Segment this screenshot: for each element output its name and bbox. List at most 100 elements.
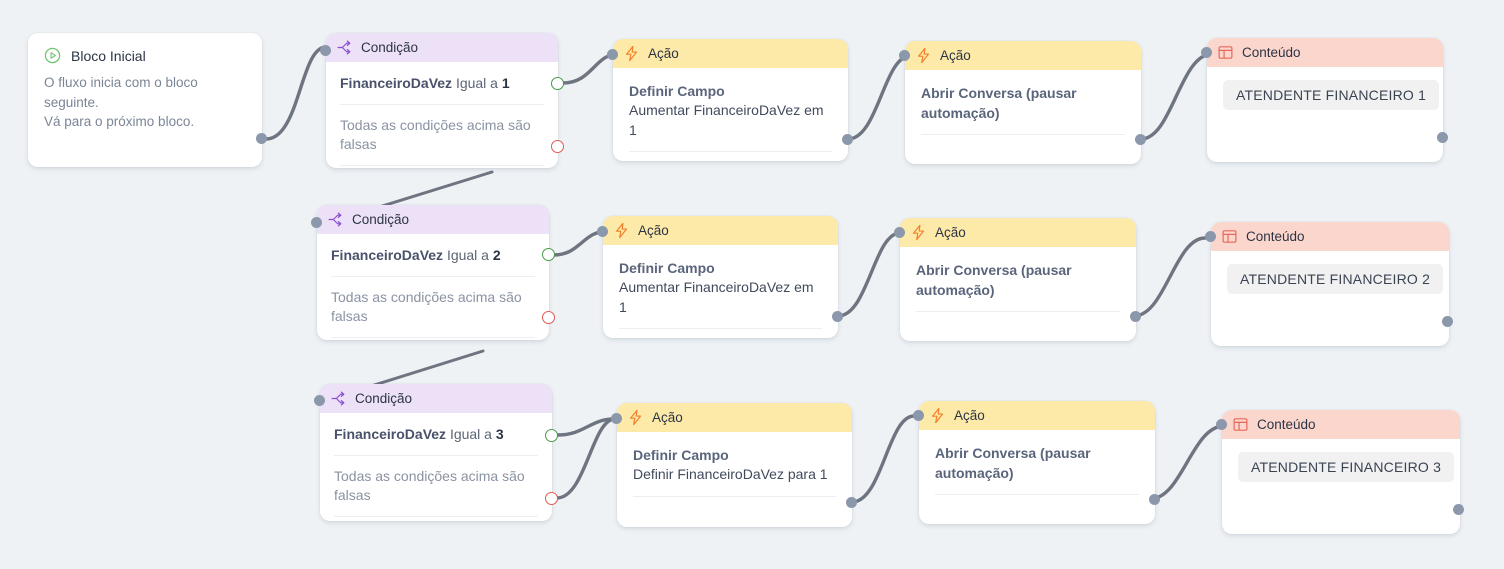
- conversation-2-input-port[interactable]: [894, 227, 905, 238]
- condition-2-rule[interactable]: FinanceiroDaVez Igual a 2: [331, 243, 535, 277]
- conversation-2-body: Abrir Conversa (pausar automação): [900, 247, 1136, 312]
- condition-1-input-port[interactable]: [320, 45, 331, 56]
- action-2-divider: [619, 328, 822, 329]
- condition-1-false-port[interactable]: [551, 140, 564, 153]
- action-node-open-conversation-3[interactable]: Ação Abrir Conversa (pausar automação): [913, 401, 1160, 524]
- condition-node-2[interactable]: Condição FinanceiroDaVez Igual a 2 Todas…: [311, 205, 555, 340]
- condition-1-header: Condição: [326, 33, 558, 62]
- conversation-1-header: Ação: [905, 41, 1141, 70]
- conversation-3-output-port[interactable]: [1149, 494, 1160, 505]
- content-3-input-port[interactable]: [1216, 419, 1227, 430]
- content-1-input-port[interactable]: [1201, 47, 1212, 58]
- content-node-2[interactable]: Conteúdo ATENDENTE FINANCEIRO 2: [1205, 222, 1453, 346]
- action-1-input-port[interactable]: [607, 49, 618, 60]
- conversation-3-divider: [935, 494, 1139, 495]
- condition-1-true-port[interactable]: [551, 77, 564, 90]
- content-3-output-port[interactable]: [1453, 504, 1464, 515]
- condition-node-1[interactable]: Condição FinanceiroDaVez Igual a 1 Todas…: [320, 33, 564, 168]
- action-3-title: Definir Campo: [633, 447, 729, 463]
- action-node-open-conversation-2[interactable]: Ação Abrir Conversa (pausar automação): [894, 218, 1141, 341]
- condition-3-operator: Igual a: [449, 426, 492, 442]
- action-2-input-port[interactable]: [597, 226, 608, 237]
- lightning-icon: [917, 47, 930, 64]
- condition-3-false-port[interactable]: [545, 492, 558, 505]
- action-1-divider: [629, 151, 832, 152]
- content-2-chip[interactable]: ATENDENTE FINANCEIRO 2: [1227, 264, 1444, 294]
- condition-3-else[interactable]: Todas as condições acima são falsas: [334, 456, 538, 517]
- start-block-output-port[interactable]: [256, 133, 267, 144]
- condition-1-else[interactable]: Todas as condições acima são falsas: [340, 105, 544, 166]
- content-2-body: ATENDENTE FINANCEIRO 2: [1211, 251, 1449, 294]
- condition-3-value: 3: [495, 426, 504, 442]
- conversation-2-output-port[interactable]: [1130, 311, 1141, 322]
- conversation-1-body: Abrir Conversa (pausar automação): [905, 70, 1141, 135]
- condition-1-header-label: Condição: [361, 40, 419, 55]
- condition-2-value: 2: [492, 247, 501, 263]
- content-3-header-label: Conteúdo: [1257, 417, 1316, 432]
- condition-2-field: FinanceiroDaVez: [331, 247, 444, 263]
- action-1-output-port[interactable]: [842, 134, 853, 145]
- conversation-3-body: Abrir Conversa (pausar automação): [919, 430, 1155, 495]
- action-node-define-field-3[interactable]: Ação Definir Campo Definir FinanceiroDaV…: [611, 403, 857, 527]
- conversation-3-header: Ação: [919, 401, 1155, 430]
- condition-3-true-port[interactable]: [545, 429, 558, 442]
- content-3-body: ATENDENTE FINANCEIRO 3: [1222, 439, 1460, 482]
- condition-2-body: FinanceiroDaVez Igual a 2 Todas as condi…: [317, 234, 549, 350]
- action-1-detail: Aumentar FinanceiroDaVez em 1: [629, 102, 824, 138]
- start-block-node[interactable]: Bloco Inicial O fluxo inicia com o bloco…: [28, 33, 267, 167]
- action-1-title: Definir Campo: [629, 83, 725, 99]
- action-3-body: Definir Campo Definir FinanceiroDaVez pa…: [617, 432, 852, 497]
- action-node-define-field-1[interactable]: Ação Definir Campo Aumentar FinanceiroDa…: [607, 39, 853, 161]
- conversation-3-input-port[interactable]: [913, 410, 924, 421]
- content-3-chip[interactable]: ATENDENTE FINANCEIRO 3: [1238, 452, 1455, 482]
- start-block-title: Bloco Inicial: [71, 47, 146, 64]
- condition-3-input-port[interactable]: [314, 395, 325, 406]
- layout-icon: [1233, 418, 1248, 431]
- content-node-1[interactable]: Conteúdo ATENDENTE FINANCEIRO 1: [1201, 38, 1448, 162]
- layout-icon: [1218, 46, 1233, 59]
- condition-2-true-port[interactable]: [542, 248, 555, 261]
- content-2-input-port[interactable]: [1205, 231, 1216, 242]
- action-node-define-field-2[interactable]: Ação Definir Campo Aumentar FinanceiroDa…: [597, 216, 843, 338]
- condition-2-header-label: Condição: [352, 212, 410, 227]
- condition-1-value: 1: [501, 75, 510, 91]
- content-1-chip[interactable]: ATENDENTE FINANCEIRO 1: [1223, 80, 1440, 110]
- play-circle-icon: [44, 47, 61, 64]
- conversation-3-title: Abrir Conversa (pausar automação): [935, 445, 1091, 481]
- conversation-1-output-port[interactable]: [1135, 134, 1146, 145]
- start-block-description: O fluxo inicia com o bloco seguinte. Vá …: [28, 64, 262, 132]
- condition-2-false-port[interactable]: [542, 311, 555, 324]
- action-2-header: Ação: [603, 216, 838, 245]
- condition-3-body: FinanceiroDaVez Igual a 3 Todas as condi…: [320, 413, 552, 529]
- content-1-header-label: Conteúdo: [1242, 45, 1301, 60]
- lightning-icon: [625, 45, 638, 62]
- action-2-body: Definir Campo Aumentar FinanceiroDaVez e…: [603, 245, 838, 329]
- content-2-output-port[interactable]: [1442, 316, 1453, 327]
- lightning-icon: [615, 222, 628, 239]
- conversation-1-input-port[interactable]: [899, 50, 910, 61]
- conversation-2-title: Abrir Conversa (pausar automação): [916, 262, 1072, 298]
- edge-true-3-to-action-3: [555, 417, 616, 437]
- edge-conversation-2-to-content-2: [1132, 236, 1207, 318]
- action-node-open-conversation-1[interactable]: Ação Abrir Conversa (pausar automação): [899, 41, 1146, 164]
- conversation-1-header-label: Ação: [940, 48, 971, 63]
- edge-action-2-to-conversation-2: [836, 231, 902, 318]
- condition-3-rule[interactable]: FinanceiroDaVez Igual a 3: [334, 422, 538, 456]
- condition-1-rule[interactable]: FinanceiroDaVez Igual a 1: [340, 71, 544, 105]
- start-block-title-row: Bloco Inicial: [28, 33, 262, 64]
- action-3-input-port[interactable]: [611, 413, 622, 424]
- action-2-output-port[interactable]: [832, 311, 843, 322]
- action-3-output-port[interactable]: [846, 497, 857, 508]
- content-1-output-port[interactable]: [1437, 132, 1448, 143]
- condition-2-input-port[interactable]: [311, 217, 322, 228]
- condition-2-else[interactable]: Todas as condições acima são falsas: [331, 277, 535, 338]
- content-node-3[interactable]: Conteúdo ATENDENTE FINANCEIRO 3: [1216, 410, 1464, 534]
- lightning-icon: [912, 224, 925, 241]
- condition-node-3[interactable]: Condição FinanceiroDaVez Igual a 3 Todas…: [314, 384, 558, 521]
- edge-conversation-3-to-content-3: [1148, 424, 1226, 501]
- conversation-2-divider: [916, 311, 1120, 312]
- content-1-header: Conteúdo: [1207, 38, 1443, 67]
- lightning-icon: [931, 407, 944, 424]
- action-3-header-label: Ação: [652, 410, 683, 425]
